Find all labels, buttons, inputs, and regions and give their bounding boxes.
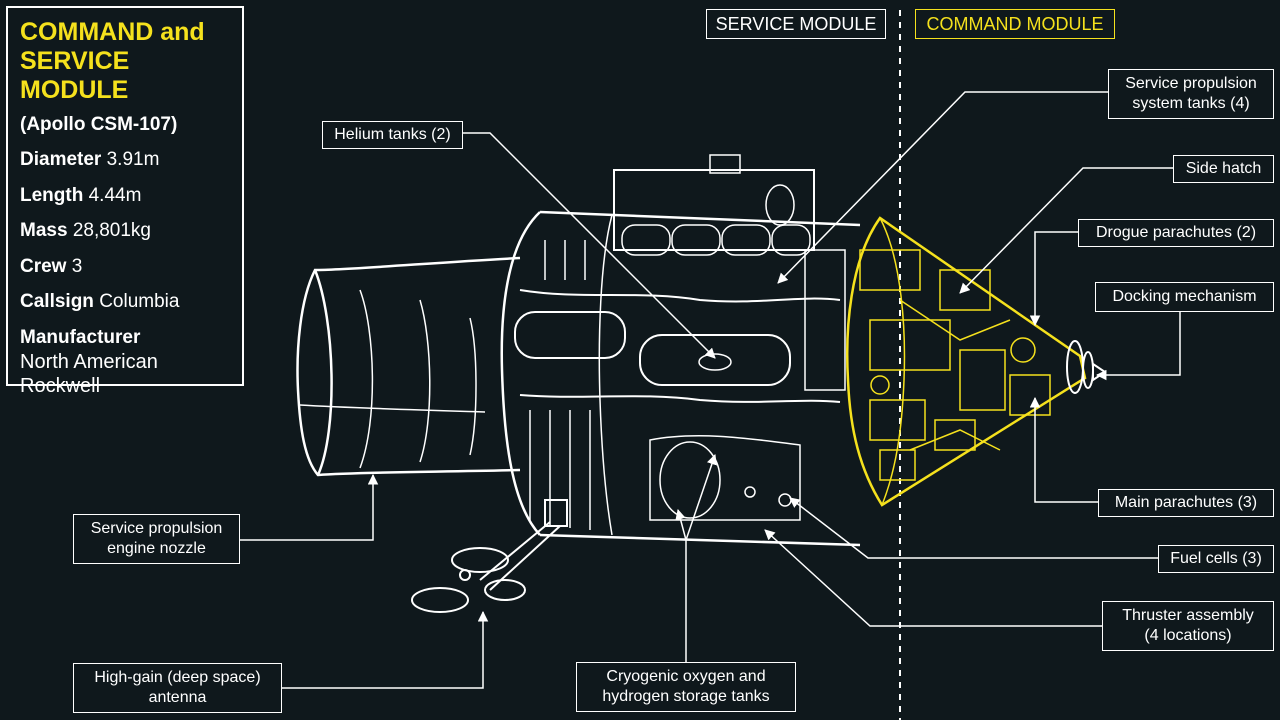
spec-row-manufacturer: Manufacturer North American Rockwell bbox=[20, 326, 230, 398]
high-gain-antenna bbox=[411, 499, 568, 613]
spec-row-length: Length 4.44m bbox=[20, 184, 230, 208]
spec-subtitle: (Apollo CSM-107) bbox=[20, 114, 178, 135]
command-module-cone bbox=[846, 216, 1087, 507]
spec-value: 28,801kg bbox=[72, 220, 151, 241]
spec-row-crew: Crew 3 bbox=[20, 255, 230, 279]
spec-panel: COMMAND and SERVICE MODULE (Apollo CSM-1… bbox=[6, 6, 244, 397]
spec-label: Callsign bbox=[20, 291, 94, 312]
spec-row-callsign: Callsign Columbia bbox=[20, 290, 230, 314]
spec-label: Length bbox=[20, 184, 84, 206]
callout-main-parachutes: Main parachutes (3) bbox=[1098, 489, 1274, 517]
spec-title-line2: SERVICE MODULE bbox=[20, 47, 130, 104]
engine-nozzle bbox=[296, 256, 521, 477]
spec-label: Manufacturer bbox=[20, 326, 141, 348]
service-module-body bbox=[500, 154, 861, 547]
callout-helium-tanks: Helium tanks (2) bbox=[322, 121, 463, 149]
spec-value: Columbia bbox=[99, 291, 180, 312]
spec-row-mass: Mass 28,801kg bbox=[20, 219, 230, 243]
spec-label: Mass bbox=[20, 220, 68, 241]
spec-label: Diameter bbox=[20, 149, 102, 170]
callout-high-gain-antenna: High-gain (deep space) antenna bbox=[73, 663, 282, 713]
spec-title: COMMAND and SERVICE MODULE bbox=[20, 18, 230, 105]
leader-lines bbox=[240, 91, 1181, 689]
callout-drogue-parachutes: Drogue parachutes (2) bbox=[1078, 219, 1274, 247]
callout-fuel-cells: Fuel cells (3) bbox=[1158, 545, 1274, 573]
command-module-header: COMMAND MODULE bbox=[915, 9, 1115, 39]
spec-value: 3 bbox=[71, 255, 83, 277]
callout-docking-mechanism: Docking mechanism bbox=[1095, 282, 1274, 312]
callout-sps-tanks: Service propulsion system tanks (4) bbox=[1108, 69, 1274, 119]
callout-cryogenic-tanks: Cryogenic oxygen and hydrogen storage ta… bbox=[576, 662, 796, 712]
callout-thruster-assembly: Thruster assembly (4 locations) bbox=[1102, 601, 1274, 651]
spec-value: North American Rockwell bbox=[20, 350, 158, 397]
service-module-header: SERVICE MODULE bbox=[706, 9, 886, 39]
callout-sps-engine-nozzle: Service propulsion engine nozzle bbox=[73, 514, 240, 564]
spec-row-diameter: Diameter 3.91m bbox=[20, 148, 230, 172]
spec-label: Crew bbox=[20, 255, 67, 277]
spec-value: 3.91m bbox=[106, 149, 160, 170]
callout-side-hatch: Side hatch bbox=[1173, 155, 1274, 183]
spec-title-line1: COMMAND and bbox=[20, 18, 205, 46]
spec-value: 4.44m bbox=[88, 184, 142, 206]
